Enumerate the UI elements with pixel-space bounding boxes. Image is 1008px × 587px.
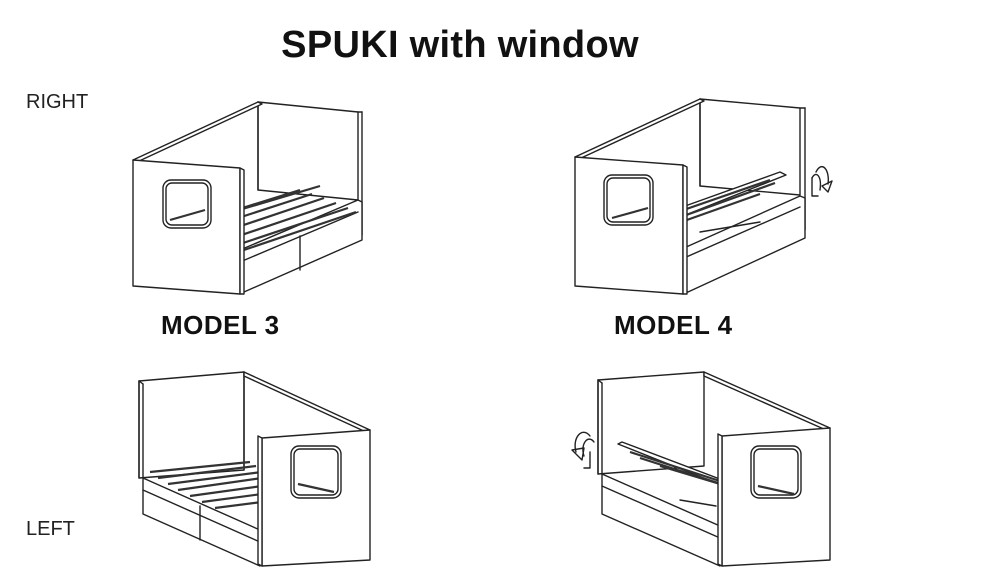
- window-opening: [604, 175, 653, 225]
- curved-arrow-icon: [572, 432, 594, 468]
- slats: [672, 180, 775, 221]
- curved-arrow-icon: [812, 167, 832, 196]
- left-label: LEFT: [26, 518, 75, 540]
- model-4-label: MODEL 4: [614, 310, 733, 340]
- window-opening: [751, 446, 801, 498]
- window-opening: [163, 180, 211, 228]
- page-title: SPUKI with window: [281, 24, 639, 66]
- right-label: RIGHT: [26, 91, 89, 113]
- window-opening: [291, 446, 341, 498]
- model-3-label: MODEL 3: [161, 310, 280, 340]
- bed-model4-left: [572, 372, 830, 566]
- slats: [150, 462, 262, 508]
- bed-model4-right: [575, 99, 832, 294]
- bed-model3-right: [133, 102, 362, 294]
- bed-model3-left: [139, 372, 370, 566]
